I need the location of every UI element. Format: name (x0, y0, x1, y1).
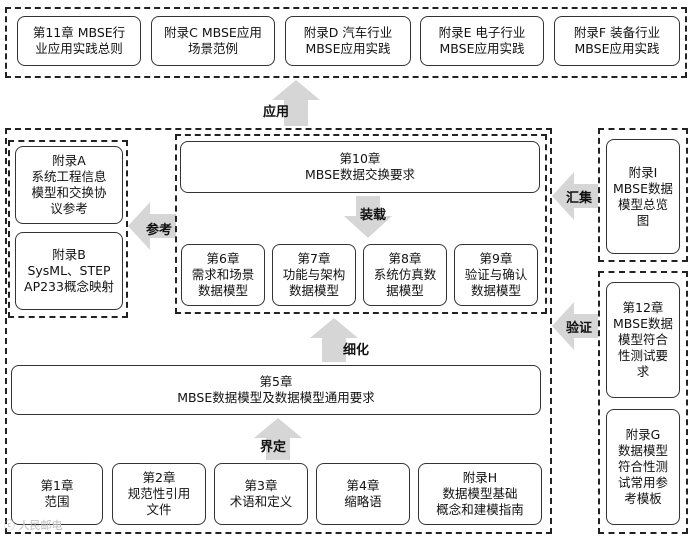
top-box-appendix-c: 附录C MBSE应用 场景范例 (151, 16, 275, 66)
reference-arrow (128, 202, 176, 250)
define-arrow (254, 418, 302, 460)
summarize-label: 汇集 (566, 191, 593, 206)
refine-arrow (310, 318, 358, 362)
top-box-appendix-f: 附录F 装备行业 MBSE应用实践 (554, 16, 680, 66)
reference-label: 参考 (146, 223, 173, 238)
appendix-b-box: 附录B SysML、STEP AP233概念映射 (15, 232, 123, 310)
load-arrow (344, 196, 392, 238)
chapter8-box: 第8章 系统仿真数 据模型 (363, 244, 447, 306)
inner-model-group (175, 134, 547, 314)
watermark: ⓒ 人民邮电 (4, 519, 63, 532)
chapter3-box: 第3章 术语和定义 (214, 463, 308, 525)
chapter9-box: 第9章 验证与确认 数据模型 (454, 244, 538, 306)
verify-arrow (552, 302, 598, 350)
verify-label: 验证 (566, 321, 593, 336)
refine-label: 细化 (343, 343, 370, 358)
top-box-appendix-d: 附录D 汽车行业 MBSE应用实践 (285, 16, 411, 66)
define-label: 界定 (260, 440, 287, 455)
appendix-g-box: 附录G 数据模型 符合性测 试常用参 考模板 (606, 409, 680, 525)
top-box-appendix-e: 附录E 电子行业 MBSE应用实践 (420, 16, 544, 66)
load-label: 装载 (360, 208, 387, 223)
chapter10-box: 第10章 MBSE数据交换要求 (180, 141, 540, 193)
appendix-h-box: 附录H 数据模型基础 概念和建模指南 (418, 463, 542, 525)
chapter7-box: 第7章 功能与架构 数据模型 (272, 244, 356, 306)
top-box-ch11: 第11章 MBSE行 业应用实践总则 (17, 16, 141, 66)
top-group (5, 7, 687, 78)
apply-label: 应用 (263, 105, 290, 120)
chapter6-box: 第6章 需求和场景 数据模型 (181, 244, 265, 306)
chapter1-box: 第1章 范围 (11, 463, 103, 525)
appendix-a-box: 附录A 系统工程信息 模型和交换协 议参考 (15, 146, 123, 224)
appendix-i-box: 附录I MBSE数据 模型总览 图 (606, 139, 680, 254)
chapter2-box: 第2章 规范性引用 文件 (112, 463, 206, 525)
main-group (5, 128, 552, 534)
apply-arrow (272, 80, 320, 126)
chapter12-box: 第12章 MBSE数据 模型符合 性测试要 求 (606, 282, 680, 398)
summarize-arrow (552, 172, 598, 220)
reference-group (8, 140, 128, 318)
summary-group (598, 128, 688, 262)
chapter5-box: 第5章 MBSE数据模型及数据模型通用要求 (11, 365, 541, 415)
verification-group (598, 271, 688, 534)
chapter4-box: 第4章 缩略语 (316, 463, 410, 525)
